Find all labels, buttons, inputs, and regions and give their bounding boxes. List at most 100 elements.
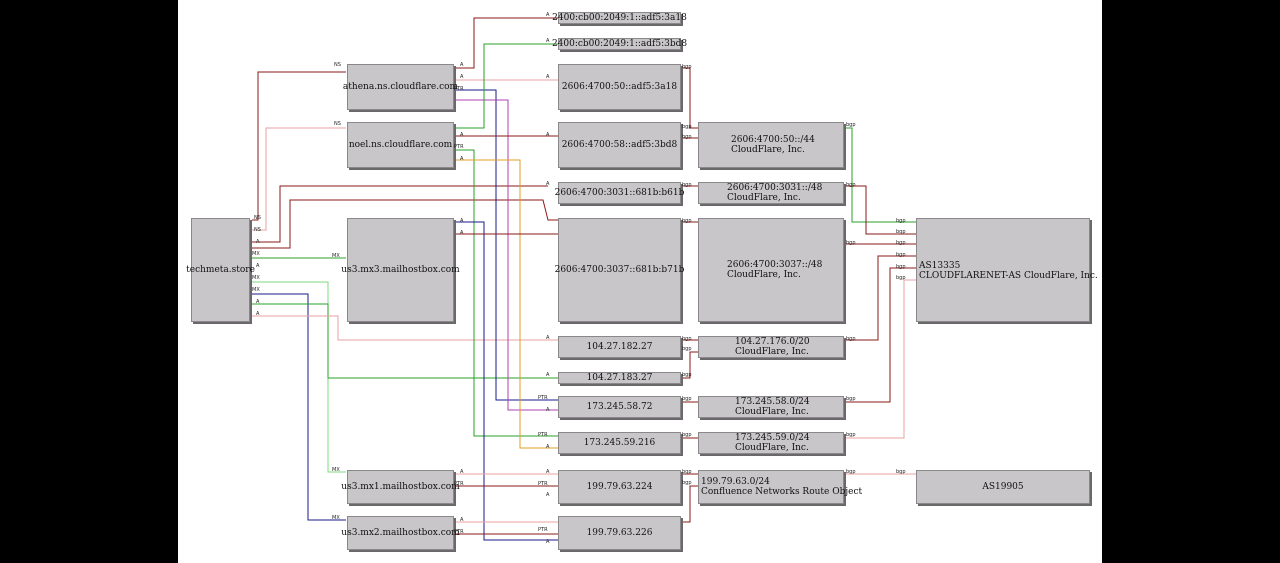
edge-athena-ptr	[454, 89, 558, 401]
edge-label-bgp: bgp	[896, 240, 906, 246]
node-techmeta[interactable]: techmeta.store	[186, 218, 255, 322]
edge-label-bgp: bgp	[846, 122, 856, 128]
edge-label-ptr: PTR	[538, 432, 548, 438]
node-ip4-c[interactable]: 173.245.58.72	[558, 396, 681, 418]
node-athena[interactable]: athena.ns.cloudflare.com	[343, 64, 458, 110]
edge-label-ptr: PTR	[454, 481, 464, 487]
node-ip6-e[interactable]: 2606:4700:3031::681b:b61b	[555, 182, 684, 204]
node-us3mx2[interactable]: us3.mx2.mailhostbox.com	[341, 516, 460, 550]
edge-label-a: A	[256, 311, 260, 317]
edge-label-a: A	[546, 74, 550, 80]
edge-a-ip4c	[252, 315, 558, 341]
edge-label-bgp: bgp	[682, 182, 692, 188]
edge-label-a: A	[546, 335, 550, 341]
node-as19905[interactable]: AS19905	[916, 470, 1090, 504]
node-ip4-b[interactable]: 104.27.183.27	[558, 372, 681, 384]
node-ip4-a[interactable]: 104.27.182.27	[558, 336, 681, 358]
edge-mx-mx2	[252, 293, 346, 521]
edge-label-bgp: bgp	[682, 336, 692, 342]
edge-label-a: A	[460, 132, 464, 138]
edge-label-mx: MX	[252, 251, 260, 257]
edge-label-a: A	[546, 469, 550, 475]
edge-label-ns: NS	[254, 215, 261, 221]
edge-label-bgp: bgp	[682, 134, 692, 140]
edge-label-a: A	[546, 181, 550, 187]
edge-label-a: A	[546, 372, 550, 378]
edge-label-ns: NS	[334, 121, 341, 127]
node-ip6-c[interactable]: 2606:4700:50::adf5:3a18	[558, 64, 681, 110]
edge-label-a: A	[256, 239, 260, 245]
edge-label-mx: MX	[332, 515, 340, 521]
edge-label-bgp: bgp	[682, 64, 692, 70]
edge-a-ip4b	[252, 303, 558, 379]
edge-label-a: A	[256, 263, 260, 269]
edge-ip6c-net	[681, 67, 698, 129]
edge-label-bgp: bgp	[682, 124, 692, 130]
edge-label-mx: MX	[332, 253, 340, 259]
edge-label-bgp: bgp	[896, 218, 906, 224]
edge-label-a: A	[546, 407, 550, 413]
node-ip6-d[interactable]: 2606:4700:58::adf5:3bd8	[558, 122, 681, 168]
node-noel[interactable]: noel.ns.cloudflare.com	[347, 122, 454, 168]
edge-label-a: A	[546, 539, 550, 545]
edge-label-ptr: PTR	[454, 529, 464, 535]
edge-label-bgp: bgp	[682, 346, 692, 352]
edge-label-bgp: bgp	[896, 229, 906, 235]
edge-nete-as	[844, 267, 916, 403]
edge-label-bgp: bgp	[846, 469, 856, 475]
edge-noel-ip6b2	[454, 44, 485, 129]
edge-a-ip6f	[252, 199, 558, 249]
dns-graph: techmeta.store athena.ns.cloudflare.com …	[178, 0, 1102, 563]
node-ip4-e[interactable]: 199.79.63.224	[558, 470, 681, 504]
edge-label-a: A	[546, 12, 550, 18]
edge-ns-athena	[252, 71, 346, 221]
node-ip6-a[interactable]: 2400:cb00:2049:1::adf5:3a18	[552, 12, 687, 24]
edge-athena-ip6a	[454, 17, 558, 69]
node-ip6-f[interactable]: 2606:4700:3037::681b:b71b	[555, 218, 684, 322]
edge-label-a: A	[460, 230, 464, 236]
edge-netb-as	[844, 185, 916, 235]
edge-label-a: A	[460, 74, 464, 80]
edge-neta-as	[844, 127, 916, 223]
edge-label-a: A	[460, 218, 464, 224]
edge-label-a: A	[546, 444, 550, 450]
edge-label-ptr: PTR	[538, 481, 548, 487]
edge-label-bgp: bgp	[682, 469, 692, 475]
node-us3mx3[interactable]: us3.mx3.mailhostbox.com	[341, 218, 460, 322]
edge-mx3-a	[454, 221, 558, 541]
edge-label-bgp: bgp	[682, 218, 692, 224]
edge-label-a: A	[256, 299, 260, 305]
edge-label-ptr: PTR	[454, 86, 464, 92]
edge-label-ns: NS	[254, 227, 261, 233]
edge-ns-noel	[252, 127, 346, 231]
edge-label-bgp: bgp	[896, 275, 906, 281]
node-ip6-b[interactable]: 2400:cb00:2049:1::adf5:3bd8	[551, 38, 688, 50]
edge-label-ns: NS	[334, 62, 341, 68]
edge-label-ptr: PTR	[454, 144, 464, 150]
node-ip4-d[interactable]: 173.245.59.216	[558, 432, 681, 454]
edge-label-bgp: bgp	[682, 372, 692, 378]
edge-label-a: A	[546, 132, 550, 138]
edge-label-bgp: bgp	[896, 264, 906, 270]
node-ip4-f[interactable]: 199.79.63.226	[558, 516, 681, 550]
edge-ip4f-net	[681, 485, 698, 523]
edge-label-bgp: bgp	[896, 469, 906, 475]
edge-label-bgp: bgp	[682, 396, 692, 402]
edge-label-a: A	[460, 469, 464, 475]
edge-mx-mx1	[252, 281, 346, 473]
node-us3mx1[interactable]: us3.mx1.mailhostbox.com	[341, 470, 460, 504]
edge-label-bgp: bgp	[682, 432, 692, 438]
edge-label-a: A	[460, 517, 464, 523]
edges-layer	[252, 17, 916, 541]
edge-label-bgp: bgp	[846, 336, 856, 342]
edge-label-bgp: bgp	[682, 480, 692, 486]
edge-athena-ip6b	[454, 43, 558, 81]
